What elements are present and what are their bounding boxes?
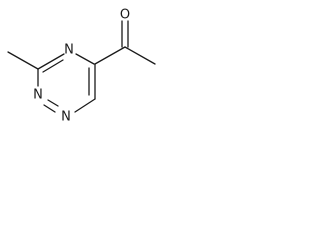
molecule-structure: O N N N [7, 8, 156, 125]
bond-n4-c3 [37, 53, 65, 70]
bond-n4-c3-inner [42, 59, 64, 73]
bond-n2-n1-inner [47, 99, 59, 107]
bond-carbonyl-methyl [124, 46, 156, 65]
bond-c5-n4 [75, 53, 95, 65]
atom-label-n2: N [33, 88, 43, 103]
bond-n1-c6 [74, 98, 96, 113]
atom-label-n1: N [61, 110, 71, 125]
bond-n2-n1 [43, 104, 56, 113]
atom-label-oxygen: O [120, 8, 130, 23]
bond-c5-carbonyl [94, 46, 126, 65]
atom-label-n4: N [64, 43, 74, 58]
bond-c3-methyl [7, 51, 39, 70]
